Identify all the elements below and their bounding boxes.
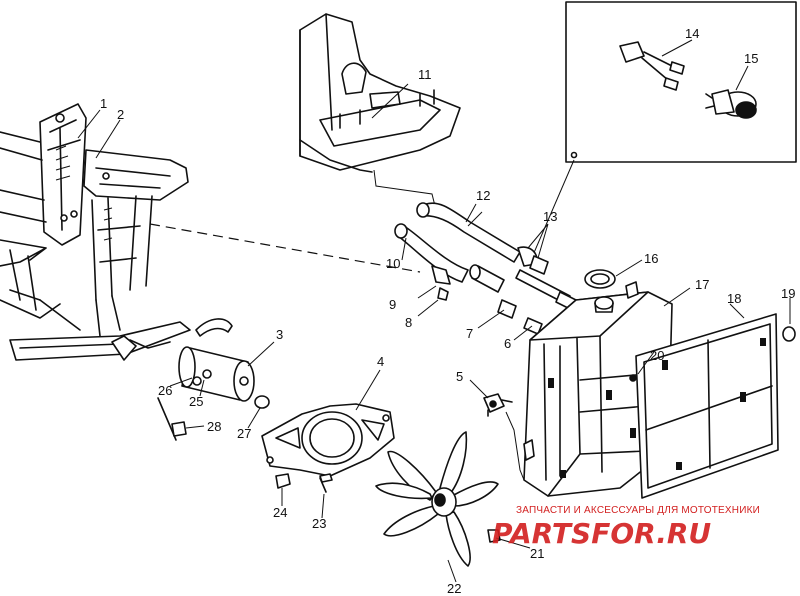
- fan-motor-part: [157, 318, 270, 441]
- temperature-sender-part: [619, 41, 685, 91]
- callout-25: 25: [189, 394, 203, 409]
- radiator-part: [523, 269, 673, 497]
- callout-13: 13: [543, 209, 557, 224]
- grommet-part: [782, 326, 796, 342]
- callout-22: 22: [447, 581, 461, 596]
- callout-3: 3: [276, 327, 283, 342]
- callout-12: 12: [476, 188, 490, 203]
- callout-labels: 1 2 3 4 5 6 7 8 9 10 11 12 13 14 15 16 1…: [100, 26, 795, 596]
- callout-1: 1: [100, 96, 107, 111]
- fan-shroud-part: [261, 403, 395, 493]
- callout-14: 14: [685, 26, 699, 41]
- callout-10: 10: [386, 256, 400, 271]
- callout-leaders: [77, 39, 791, 583]
- callout-28: 28: [207, 419, 221, 434]
- callout-8: 8: [405, 315, 412, 330]
- callout-20: 20: [650, 348, 664, 363]
- watermark-logo: PARTSFOR.RU: [492, 517, 711, 550]
- callout-26: 26: [158, 383, 172, 398]
- callout-6: 6: [504, 336, 511, 351]
- callout-23: 23: [312, 516, 326, 531]
- coolant-hoses: [394, 202, 577, 335]
- callout-27: 27: [237, 426, 251, 441]
- radiator-screen-part: [635, 313, 779, 499]
- callout-5: 5: [456, 369, 463, 384]
- fan-switch-part: [705, 89, 757, 119]
- switch-part: [483, 393, 513, 417]
- sensor-inset-box: [565, 1, 797, 163]
- callout-19: 19: [781, 286, 795, 301]
- callout-24: 24: [273, 505, 287, 520]
- callout-15: 15: [744, 51, 758, 66]
- callout-11: 11: [418, 67, 432, 82]
- callout-18: 18: [727, 291, 741, 306]
- callout-9: 9: [389, 297, 396, 312]
- callout-2: 2: [117, 107, 124, 122]
- callout-21: 21: [530, 546, 544, 561]
- watermark-tagline: ЗАПЧАСТИ И АКСЕССУАРЫ ДЛЯ МОТОТЕХНИКИ: [516, 505, 760, 516]
- callout-7: 7: [466, 326, 473, 341]
- watermark: ЗАПЧАСТИ И АКСЕССУАРЫ ДЛЯ МОТОТЕХНИКИ PA…: [492, 505, 760, 550]
- callout-17: 17: [695, 277, 709, 292]
- upper-frame-section: [299, 13, 461, 211]
- fan-blade-part: [375, 431, 499, 567]
- callout-4: 4: [377, 354, 384, 369]
- callout-16: 16: [644, 251, 658, 266]
- frame-assembly: [0, 103, 191, 361]
